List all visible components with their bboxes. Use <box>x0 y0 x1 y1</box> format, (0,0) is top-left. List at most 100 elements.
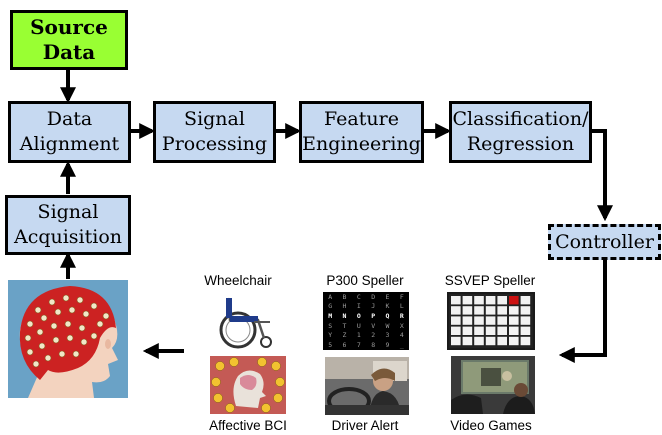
affective-bci-image <box>210 356 286 414</box>
p300-cell: Y <box>328 331 333 340</box>
ssvep-target <box>497 316 507 325</box>
p300-cell: I <box>356 302 361 311</box>
p300-cell: G <box>328 302 333 311</box>
controller-block: Controller <box>548 224 661 260</box>
signal-processing-block: Signal Processing <box>153 101 276 163</box>
ssvep-target <box>497 326 507 335</box>
driver-alert-label: Driver Alert <box>331 418 399 433</box>
p300-cell: W <box>385 321 390 330</box>
p300-cell: 2 <box>371 331 376 340</box>
ssvep-speller-label: SSVEP Speller <box>444 273 536 288</box>
source-data-block: Source Data <box>10 10 128 70</box>
p300-cell: _ <box>399 341 404 350</box>
ssvep-target <box>520 326 531 335</box>
p300-cell: 5 <box>328 341 333 350</box>
p300-cell: 6 <box>342 341 347 350</box>
ssvep-speller-image <box>447 292 535 350</box>
feature-engineering-block: Feature Engineering <box>299 101 424 163</box>
p300-cell: 8 <box>371 341 376 350</box>
p300-cell: H <box>342 302 347 311</box>
ssvep-target <box>474 326 484 335</box>
ssvep-target <box>462 336 473 346</box>
ssvep-target <box>474 296 484 305</box>
ssvep-target <box>520 336 531 346</box>
signal-processing-label: Signal Processing <box>161 108 268 155</box>
ssvep-target <box>462 306 473 315</box>
ssvep-target <box>520 296 531 305</box>
ssvep-target <box>497 296 507 305</box>
p300-cell: U <box>356 321 361 330</box>
ssvep-target <box>474 336 484 346</box>
p300-cell: C <box>356 292 361 301</box>
p300-cell: S <box>328 321 333 330</box>
p300-cell: B <box>342 292 347 301</box>
classification-regression-block: Classification/ Regression <box>449 101 592 163</box>
p300-cell: M <box>328 312 333 321</box>
ssvep-target <box>509 336 519 346</box>
p300-cell: X <box>399 321 404 330</box>
p300-cell: R <box>399 312 404 321</box>
ssvep-target <box>462 296 473 305</box>
ssvep-target <box>485 316 496 325</box>
ssvep-target <box>451 316 461 325</box>
p300-cell: 1 <box>356 331 361 340</box>
feature-engineering-label: Feature Engineering <box>302 108 421 155</box>
source-data-label: Source Data <box>30 15 108 64</box>
p300-cell: J <box>371 302 376 311</box>
video-games-image <box>451 356 535 414</box>
data-alignment-label: Data Alignment <box>19 108 120 155</box>
wheelchair-label: Wheelchair <box>204 273 272 288</box>
ssvep-target <box>462 326 473 335</box>
p300-cell: Z <box>342 331 347 340</box>
p300-cell: N <box>342 312 347 321</box>
controller-label: Controller <box>555 230 654 253</box>
ssvep-target <box>451 296 461 305</box>
ssvep-target <box>462 316 473 325</box>
ssvep-target <box>509 316 519 325</box>
p300-cell: 9 <box>385 341 390 350</box>
p300-cell: V <box>371 321 376 330</box>
wheelchair-image <box>214 292 278 350</box>
driver-alert-image <box>325 357 409 415</box>
ssvep-target <box>509 296 519 305</box>
p300-cell: P <box>371 312 376 321</box>
p300-cell: D <box>371 292 376 301</box>
p300-speller-label: P300 Speller <box>326 273 404 288</box>
p300-cell: E <box>385 292 390 301</box>
classification-regression-label: Classification/ Regression <box>452 108 589 155</box>
ssvep-target <box>451 336 461 346</box>
arrow-classification-to-controller <box>592 129 613 222</box>
p300-cell: T <box>342 321 347 330</box>
arrow-controller-to-applications <box>558 260 607 363</box>
ssvep-target <box>485 326 496 335</box>
ssvep-target <box>485 336 496 346</box>
data-alignment-block: Data Alignment <box>8 101 131 163</box>
affective-bci-label: Affective BCI <box>209 418 287 433</box>
p300-cell: 3 <box>385 331 390 340</box>
ssvep-target <box>520 306 531 315</box>
video-games-label: Video Games <box>450 418 532 433</box>
p300-cell: L <box>399 302 404 311</box>
p300-cell: A <box>328 292 333 301</box>
ssvep-target <box>474 306 484 315</box>
p300-cell: 7 <box>356 341 361 350</box>
ssvep-target <box>497 336 507 346</box>
p300-cell: F <box>399 292 404 301</box>
ssvep-target <box>451 306 461 315</box>
eeg-cap-image <box>8 280 128 398</box>
ssvep-target <box>497 306 507 315</box>
ssvep-target <box>485 306 496 315</box>
signal-acquisition-label: Signal Acquisition <box>13 201 123 248</box>
p300-cell: K <box>385 302 390 311</box>
ssvep-target <box>520 316 531 325</box>
p300-cell: Q <box>385 312 390 321</box>
ssvep-target <box>485 296 496 305</box>
ssvep-target <box>509 326 519 335</box>
ssvep-target <box>474 316 484 325</box>
p300-cell: O <box>356 312 361 321</box>
ssvep-target <box>451 326 461 335</box>
